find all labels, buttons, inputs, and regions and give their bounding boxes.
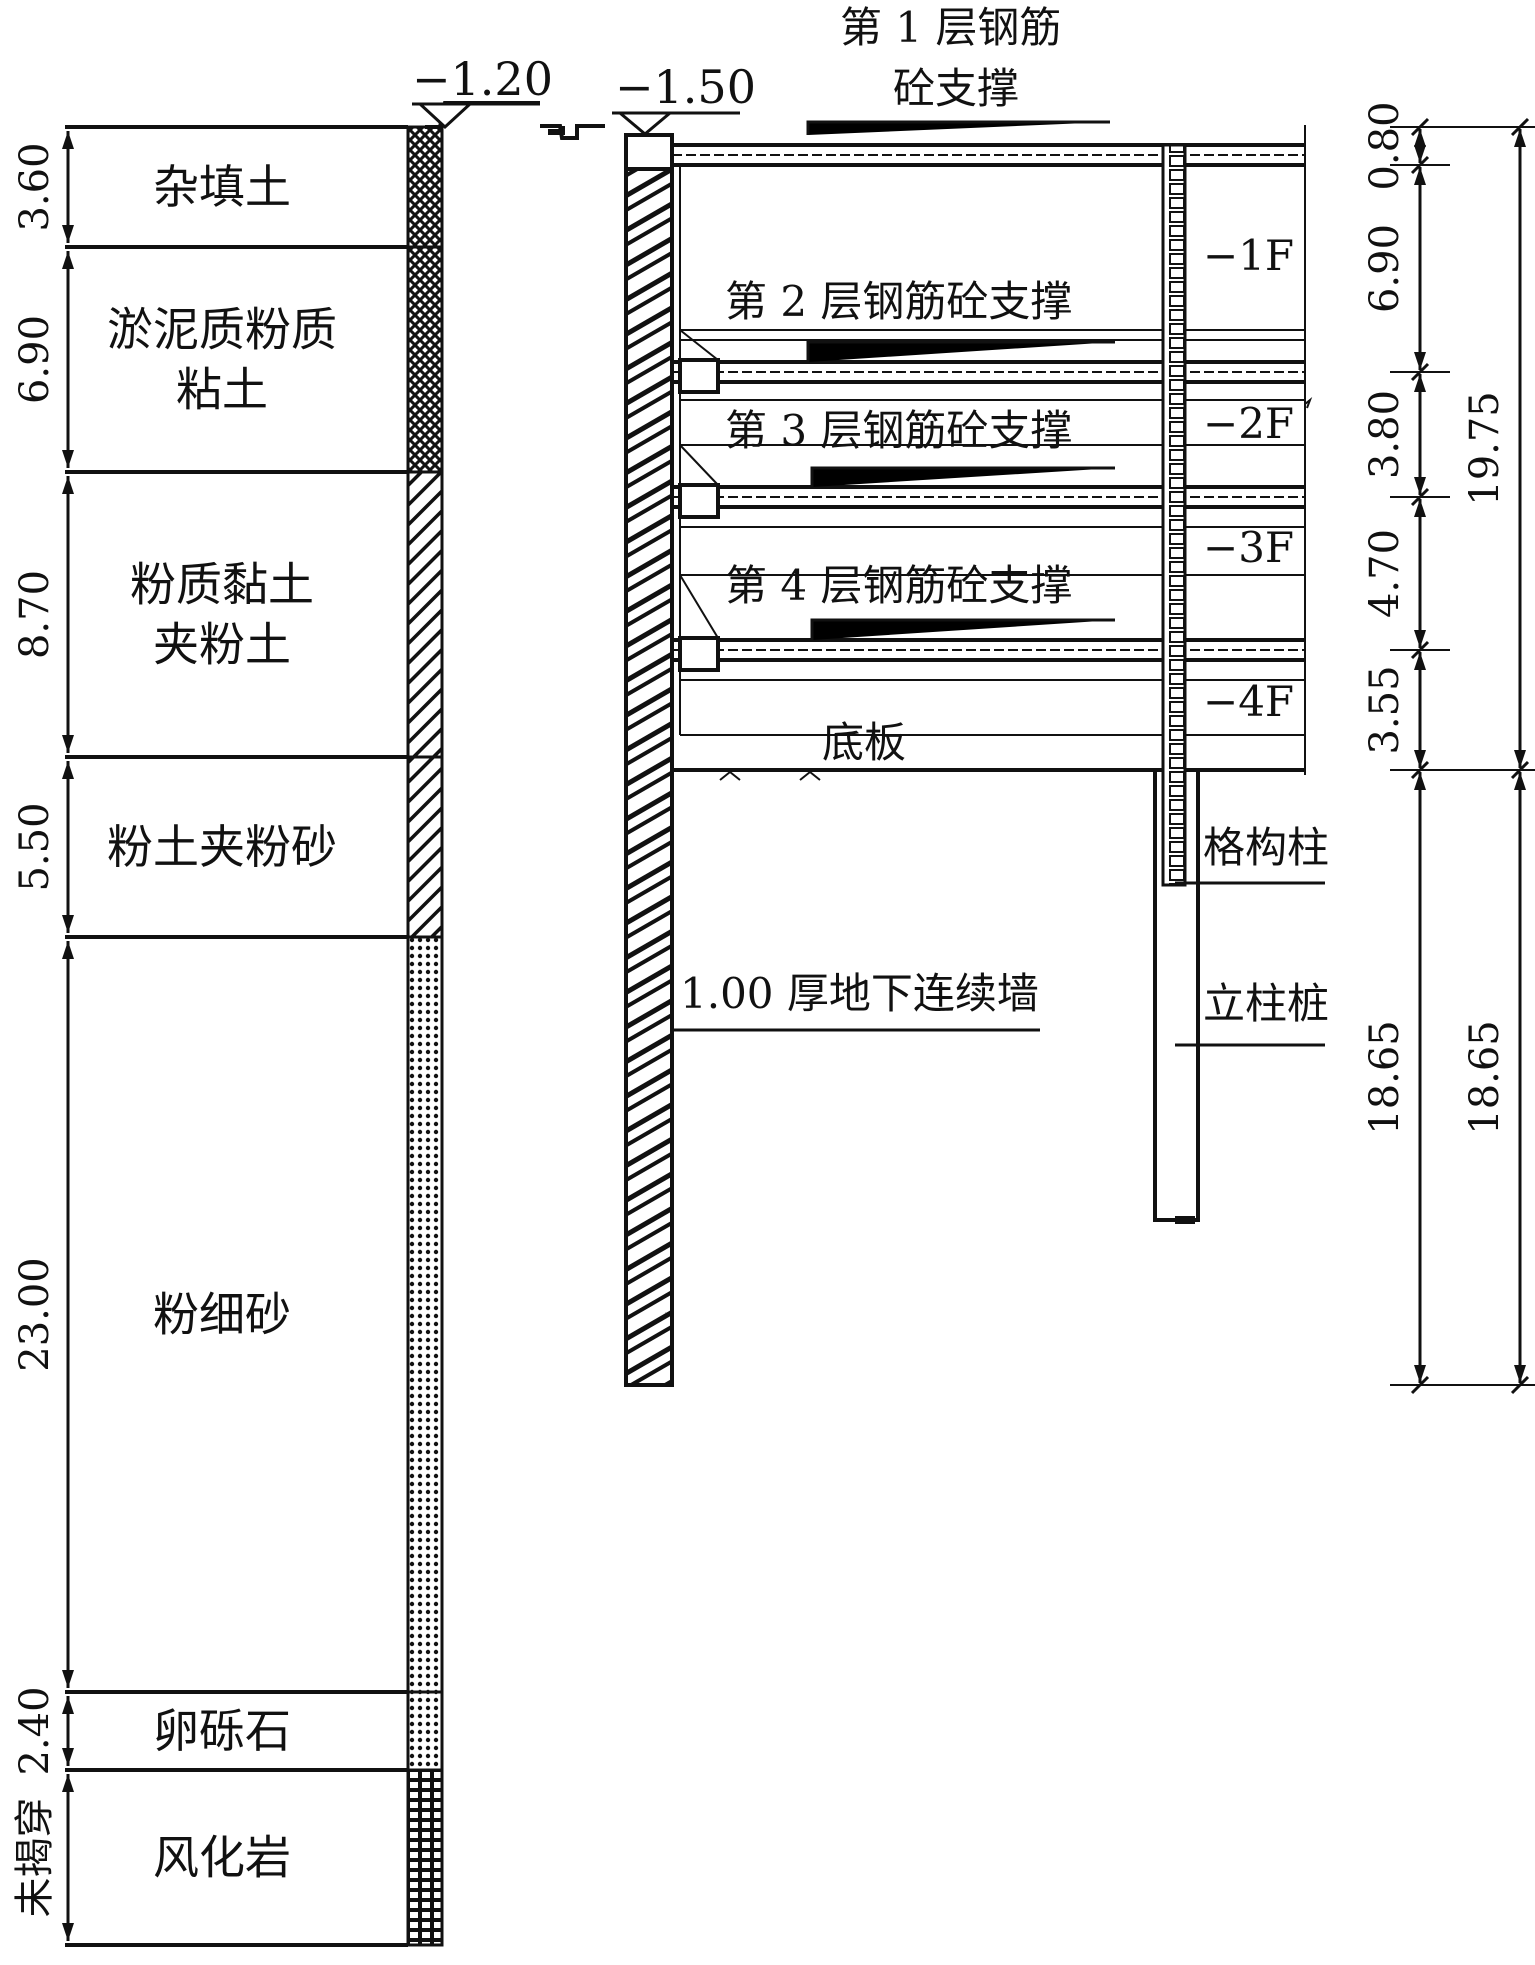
stratum-name: 卵砾石 [153,1704,291,1758]
support-level-2 [672,329,1305,394]
support-level-1 [672,143,1305,167]
floor-label-3: −3F [1203,523,1294,572]
support-1-label-line1: 第 1 层钢筋 [840,3,1061,52]
dimension-label: 6.90 [1362,224,1408,313]
leader-lines [672,120,1325,1047]
stratum-name: 淤泥质粉质 [107,303,337,357]
stratum-name: 粉土夹粉砂 [107,820,337,874]
support-2-label: 第 2 层钢筋砼支撑 [725,277,1072,326]
dimension-label: 3.80 [1362,390,1408,479]
floor-label-4: −4F [1203,677,1294,726]
base-slab-label: 底板 [822,718,906,767]
stratum-name: 粉细砂 [153,1288,291,1342]
elevation-marker-left [416,102,474,130]
support-level-3 [672,399,1305,519]
stratum-name: 夹粉土 [153,618,291,672]
elevation-left-label: −1.20 [412,52,553,106]
stratum-thickness: 6.90 [12,315,58,404]
column-pile [1153,770,1200,1224]
stratum: 23.00 粉细砂 [12,941,291,1688]
dimension-label: 0.80 [1362,101,1408,190]
dimension-label: 18.65 [1362,1020,1408,1135]
ground-surface [412,101,740,140]
support-1-label-line2: 砼支撑 [893,64,1019,113]
floor-label-2: −2F [1203,399,1294,448]
crown-beam [624,133,674,171]
stratum-name: 粘土 [176,363,268,417]
stratum: 5.50 粉土夹粉砂 [12,761,337,933]
support-4-label: 第 4 层钢筋砼支撑 [725,561,1072,610]
stratum: 2.40 卵砾石 [12,1686,291,1775]
stratum-thickness: 8.70 [12,570,58,659]
diaphragm-wall [624,163,674,1387]
stratum-name: 杂填土 [153,160,291,214]
stratum-name: 粉质黏土 [130,558,314,612]
stratum-thickness: 23.00 [12,1257,58,1372]
dimension-label: 18.65 [1462,1020,1508,1135]
diaphragm-wall-label: 1.00 厚地下连续墙 [680,969,1039,1018]
elevation-right-label: −1.50 [615,60,756,114]
stratum: 3.60 杂填土 [12,131,291,243]
floor-label-1: −1F [1203,231,1294,280]
dimension-label: 19.75 [1462,391,1508,506]
lattice-column [1161,143,1187,887]
support-3-label: 第 3 层钢筋砼支撑 [725,406,1072,455]
dimension-label: 3.55 [1362,665,1408,754]
stratum: 未揭穿 风化岩 [12,1774,291,1941]
stratum-thickness: 5.50 [12,802,58,891]
support-level-4 [672,526,1305,681]
stratum-name: 风化岩 [153,1831,291,1885]
stratum-thickness: 未揭穿 [12,1798,58,1918]
stratum-thickness: 2.40 [12,1686,58,1775]
elevation-marker-right [615,111,675,136]
stratum-thickness: 3.60 [12,142,58,231]
dimension-chains: 0.80 6.90 3.80 4.70 3.55 18.65 19.75 18.65 [1362,101,1535,1395]
borehole-column [406,125,444,1947]
column-pile-label: 立柱桩 [1203,979,1329,1028]
lattice-column-label: 格构柱 [1203,823,1329,872]
dimension-label: 4.70 [1362,529,1408,618]
